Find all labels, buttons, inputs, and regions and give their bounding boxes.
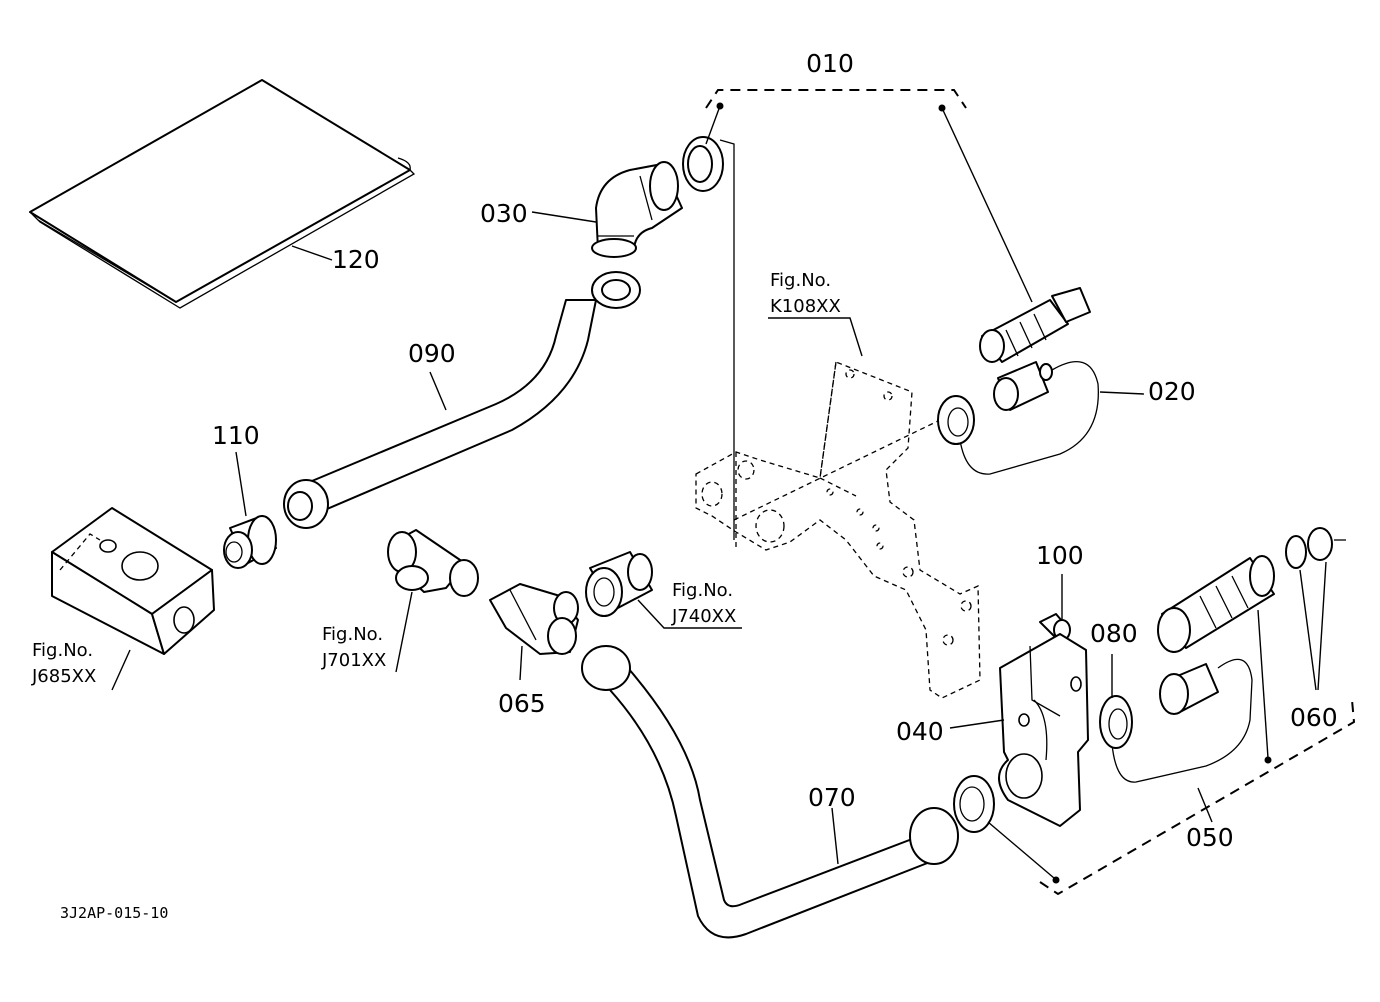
leader-j685 bbox=[111, 649, 131, 691]
fig-k108-code: K108XX bbox=[770, 296, 841, 317]
dot-010-left bbox=[716, 102, 724, 110]
part-050-coupler[interactable] bbox=[1099, 555, 1275, 783]
leader-060 bbox=[1299, 561, 1327, 691]
label-065: 065 bbox=[498, 689, 546, 718]
dot-050-right bbox=[1264, 756, 1272, 764]
fig-j685-title: Fig.No. bbox=[32, 640, 93, 661]
leader-j701 bbox=[395, 591, 413, 673]
fig-k108-title: Fig.No. bbox=[770, 270, 831, 291]
label-070: 070 bbox=[808, 783, 856, 812]
fig-j740-code: J740XX bbox=[671, 606, 736, 627]
part-010-nut-lower[interactable] bbox=[953, 775, 995, 833]
dot-050-left bbox=[1052, 876, 1060, 884]
label-050: 050 bbox=[1186, 823, 1234, 852]
part-040-plate[interactable] bbox=[998, 633, 1089, 827]
dot-010-right bbox=[938, 104, 946, 112]
part-070-tube[interactable] bbox=[581, 645, 959, 939]
part-120-manual[interactable] bbox=[29, 79, 416, 309]
leader-090 bbox=[429, 371, 447, 411]
label-060: 060 bbox=[1290, 703, 1338, 732]
leader-030 bbox=[531, 211, 597, 223]
label-100: 100 bbox=[1036, 541, 1084, 570]
part-030-elbow[interactable] bbox=[591, 161, 683, 258]
leader-110 bbox=[235, 451, 247, 517]
label-010: 010 bbox=[806, 49, 854, 78]
block-j685[interactable] bbox=[51, 507, 215, 655]
part-j740-fitting[interactable] bbox=[585, 551, 653, 617]
bracket-010 bbox=[705, 89, 967, 109]
label-040: 040 bbox=[896, 717, 944, 746]
drawing-code: 3J2AP-015-10 bbox=[60, 904, 168, 922]
leader-050-label bbox=[1197, 787, 1213, 823]
part-065-tee[interactable] bbox=[489, 583, 579, 655]
assembly-link-010 bbox=[719, 139, 735, 540]
label-090: 090 bbox=[408, 339, 456, 368]
label-080: 080 bbox=[1090, 619, 1138, 648]
leader-k108 bbox=[768, 317, 863, 357]
label-030: 030 bbox=[480, 199, 528, 228]
part-j701-tee[interactable] bbox=[387, 529, 479, 597]
label-110: 110 bbox=[212, 421, 260, 450]
leader-070 bbox=[831, 807, 839, 865]
leader-010-left bbox=[705, 105, 721, 145]
part-100-bolt[interactable] bbox=[1039, 613, 1071, 641]
part-020-coupler[interactable] bbox=[937, 287, 1099, 475]
part-110-adapter[interactable] bbox=[223, 515, 277, 569]
leader-020 bbox=[1099, 391, 1145, 395]
bracket-k108-outline bbox=[695, 361, 981, 699]
leader-065 bbox=[519, 645, 523, 681]
label-020: 020 bbox=[1148, 377, 1196, 406]
part-090-hose[interactable] bbox=[283, 271, 641, 529]
leader-010-right bbox=[941, 107, 1033, 303]
part-060-orings[interactable] bbox=[1285, 527, 1346, 569]
fig-j740-title: Fig.No. bbox=[672, 580, 733, 601]
part-010-nut[interactable] bbox=[682, 136, 724, 192]
leader-050-right bbox=[1257, 609, 1269, 759]
leader-j740 bbox=[637, 599, 742, 629]
fig-j701-title: Fig.No. bbox=[322, 624, 383, 645]
label-120: 120 bbox=[332, 245, 380, 274]
fig-j701-code: J701XX bbox=[321, 650, 386, 671]
fig-j685-code: J685XX bbox=[31, 666, 96, 687]
leader-040 bbox=[949, 719, 1005, 729]
leader-050-left bbox=[987, 821, 1055, 879]
leader-120 bbox=[291, 245, 333, 261]
